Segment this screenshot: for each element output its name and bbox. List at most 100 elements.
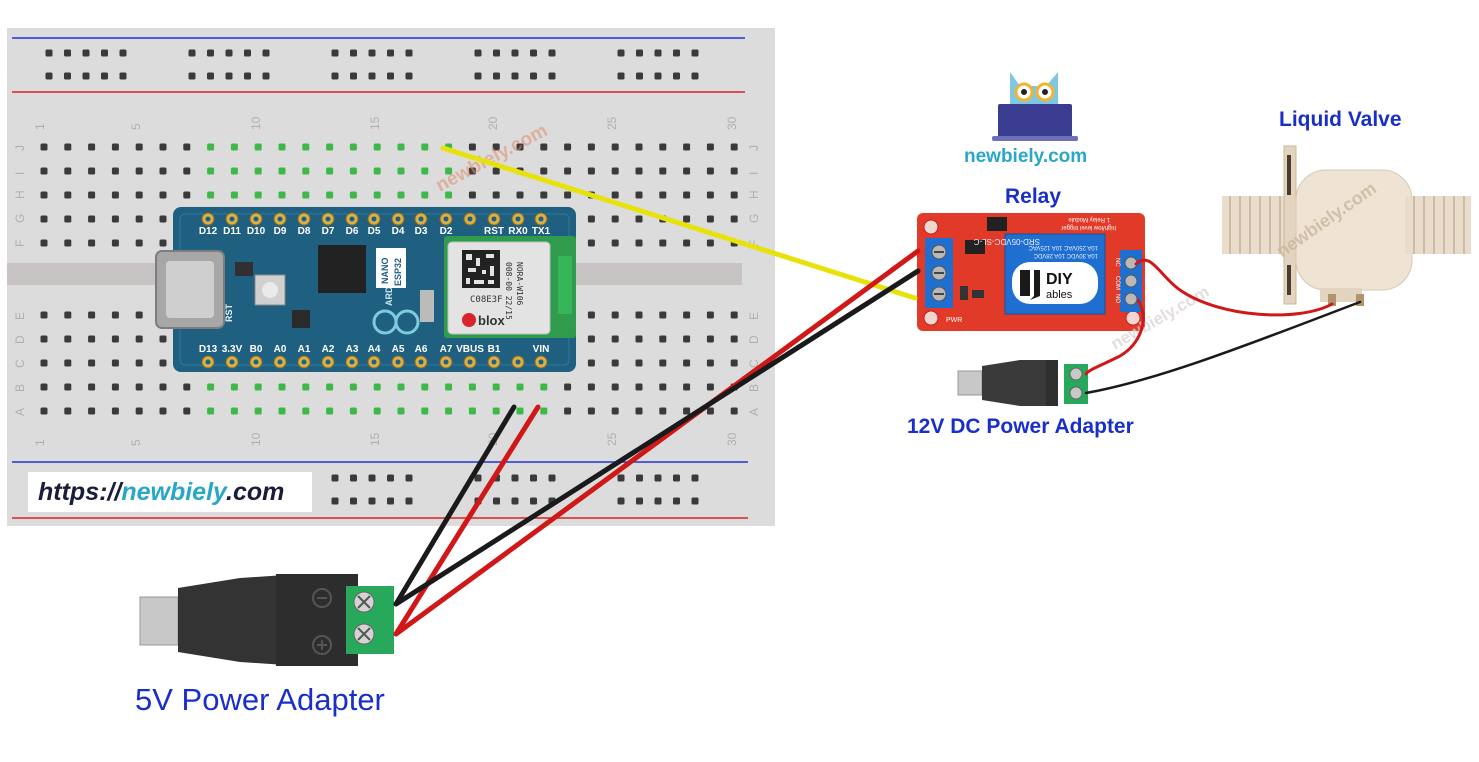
breadboard-hole <box>40 407 48 415</box>
pin-pad-hole <box>253 359 259 365</box>
breadboard-hole <box>397 383 405 391</box>
breadboard-hole <box>587 407 595 415</box>
pin-label-top-rst: RST <box>484 226 504 237</box>
breadboard-hole <box>135 311 143 319</box>
breadboard-hole <box>254 383 262 391</box>
pin-label-bottom-a7: A7 <box>440 344 453 355</box>
pin-label-bottom-a3: A3 <box>346 344 359 355</box>
rail-hole <box>387 49 394 57</box>
breadboard-hole <box>88 311 96 319</box>
pin-label-top-d10: D10 <box>247 226 266 237</box>
breadboard-hole <box>683 383 691 391</box>
breadboard-hole <box>611 239 619 247</box>
breadboard-hole <box>397 167 405 175</box>
adapter-12v-label: 12V DC Power Adapter <box>907 415 1134 438</box>
col-num-top-5: 5 <box>129 123 143 130</box>
wire-12v-red <box>1084 298 1145 376</box>
rail-hole <box>262 49 270 57</box>
url-prefix: https:// <box>38 478 122 506</box>
liquid-valve-label: Liquid Valve <box>1279 108 1402 131</box>
pin-label-top-d3: D3 <box>415 226 428 237</box>
breadboard-hole <box>111 311 119 319</box>
rail-hole <box>474 49 482 57</box>
wire-valve-black <box>1084 300 1362 395</box>
breadboard-hole <box>706 143 714 151</box>
breadboard-hole <box>587 239 595 247</box>
rail-hole <box>405 49 413 57</box>
relay-resistor <box>960 286 968 300</box>
dc-12v-body <box>982 360 1046 406</box>
breadboard-hole <box>587 311 595 319</box>
rail-hole <box>350 497 357 505</box>
breadboard-hole <box>706 311 714 319</box>
breadboard-hole <box>326 143 334 151</box>
rail-hole <box>654 497 662 505</box>
rail-hole <box>636 72 643 80</box>
breadboard-hole <box>302 191 310 199</box>
breadboard-hole <box>207 383 215 391</box>
diyables-logo-top: DIY <box>1046 271 1073 288</box>
antenna <box>558 256 572 314</box>
breadboard-hole <box>564 407 572 415</box>
breadboard-hole <box>183 143 191 151</box>
relay-pin-com: COM <box>1114 276 1120 290</box>
breadboard-hole <box>111 191 119 199</box>
board-component <box>235 262 253 276</box>
url-badge[interactable]: https://newbiely.com <box>28 472 312 512</box>
pin-pad-hole <box>418 359 424 365</box>
rail-hole <box>654 72 662 80</box>
pin-pad-hole <box>491 216 497 222</box>
breadboard-hole <box>468 191 476 199</box>
breadboard-hole <box>706 359 714 367</box>
breadboard-hole <box>135 335 143 343</box>
breadboard-hole <box>254 167 262 175</box>
column-numbers: 1 5 10 15 20 25 30 1 5 10 15 20 25 30 <box>33 116 739 446</box>
valve-right-thread <box>1405 196 1471 254</box>
breadboard-hole <box>730 335 738 343</box>
breadboard-hole <box>349 143 357 151</box>
breadboard-hole <box>635 167 643 175</box>
rail-hole <box>188 72 196 80</box>
rail-hole <box>207 72 214 80</box>
rail-hole <box>474 474 482 482</box>
breadboard-hole <box>730 143 738 151</box>
crystal <box>420 290 434 322</box>
rail-hole <box>511 474 519 482</box>
breadboard-hole <box>373 167 381 175</box>
row-letter-right-d: D <box>747 335 761 344</box>
dc-5v-barrel <box>139 596 179 646</box>
dc-5v-housing <box>276 574 358 666</box>
breadboard-hole <box>111 383 119 391</box>
pin-pad-hole <box>205 216 211 222</box>
board-pin-pads <box>201 212 548 369</box>
col-num-top-20: 20 <box>486 116 500 130</box>
pin-pad-hole <box>491 359 497 365</box>
wire-5v-red-relay <box>393 248 921 637</box>
rail-hole <box>82 49 90 57</box>
breadboard-hole <box>683 311 691 319</box>
wire-valve-red <box>1134 258 1334 317</box>
rail-hole <box>368 474 376 482</box>
chip-model: NORA-W106 <box>515 262 524 306</box>
breadboard-hole <box>88 383 96 391</box>
row-letter-left-f: F <box>13 240 27 247</box>
breadboard-hole <box>659 311 667 319</box>
relay-transistor <box>972 290 984 298</box>
board-model-line-2: ESP32 <box>393 258 403 286</box>
row-letter-left-h: H <box>13 190 27 199</box>
breadboard-hole <box>159 239 167 247</box>
breadboard-hole <box>159 167 167 175</box>
breadboard-hole <box>587 383 595 391</box>
pin-pad-hole <box>515 359 521 365</box>
breadboard-hole <box>302 167 310 175</box>
breadboard-hole <box>516 191 524 199</box>
breadboard-hole <box>683 191 691 199</box>
pin-pad-hole <box>253 216 259 222</box>
valve-right-thread-lines <box>1413 196 1465 254</box>
breadboard-hole <box>445 167 453 175</box>
breadboard-hole <box>683 239 691 247</box>
relay-mount-hole-2 <box>923 310 939 326</box>
top-power-rail-holes <box>45 49 699 80</box>
breadboard-hole <box>40 359 48 367</box>
breadboard-hole <box>659 143 667 151</box>
